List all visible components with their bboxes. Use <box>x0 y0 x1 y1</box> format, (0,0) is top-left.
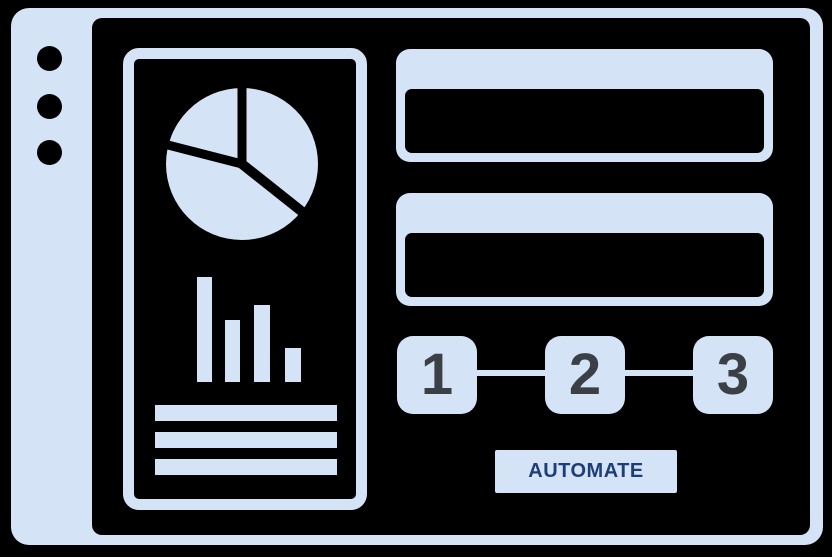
text-line <box>155 405 337 421</box>
sidebar-dot-icon <box>37 140 62 165</box>
form-field-2-input[interactable] <box>405 233 764 297</box>
form-field-1-input[interactable] <box>405 89 764 153</box>
form-field-2[interactable] <box>396 193 773 306</box>
text-line <box>155 459 337 475</box>
sidebar-dot-icon <box>37 94 62 119</box>
bar <box>225 320 240 382</box>
text-line <box>155 432 337 448</box>
pie-chart-icon <box>158 84 320 242</box>
form-field-1[interactable] <box>396 49 773 162</box>
step-connector <box>477 370 545 376</box>
step-connector <box>625 370 693 376</box>
sidebar-dot-icon <box>37 46 62 71</box>
bar <box>197 277 212 382</box>
bar <box>285 348 301 382</box>
automate-button[interactable]: AUTOMATE <box>495 450 677 493</box>
step-2-box[interactable]: 2 <box>545 336 625 414</box>
bar <box>254 305 270 382</box>
analytics-panel <box>123 48 367 510</box>
step-1-box[interactable]: 1 <box>397 336 477 414</box>
step-3-box[interactable]: 3 <box>693 336 773 414</box>
